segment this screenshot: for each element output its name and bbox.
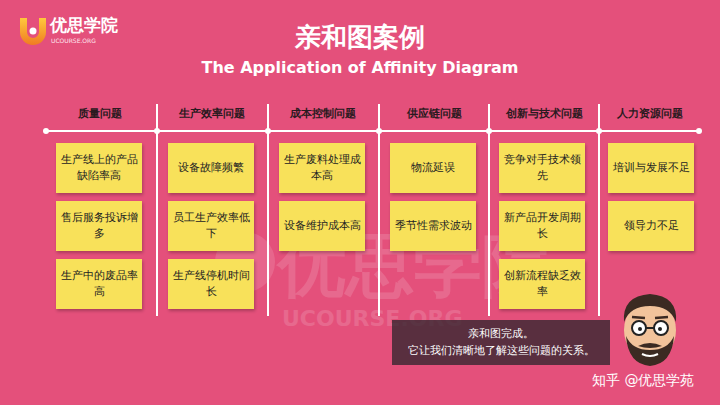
column-header: 质量问题 (45, 107, 155, 120)
note-text: 培训与发展不足 (612, 160, 690, 176)
sticky-note: 售后服务投诉增多 (56, 201, 142, 251)
sticky-note: 生产废料处理成本高 (279, 143, 365, 193)
sticky-note: 生产中的废品率高 (56, 259, 142, 309)
column-header: 生产效率问题 (157, 107, 267, 120)
caption-box: 亲和图完成。它让我们清晰地了解这些问题的关系。 (392, 320, 610, 365)
sticky-note: 季节性需求波动 (390, 201, 476, 251)
subtitle: The Application of Affinity Diagram (0, 58, 720, 77)
note-text: 生产中的废品率高 (60, 268, 138, 300)
logo-icon (20, 18, 46, 45)
column-header: 创新与技术问题 (489, 107, 599, 120)
cartoon-face (624, 294, 676, 366)
column-dividers (157, 104, 599, 316)
sticky-note: 领导力不足 (608, 201, 694, 251)
note-text: 生产线上的产品缺陷率高 (60, 152, 138, 184)
column-header: 人力资源问题 (595, 107, 705, 120)
caption-text: 它让我们清晰地了解这些问题的关系。 (400, 343, 602, 360)
note-text: 生产线停机时间长 (172, 268, 250, 300)
note-text: 设备故障频繁 (172, 160, 250, 176)
sticky-note: 培训与发展不足 (608, 143, 694, 193)
note-text: 竞争对手技术领先 (503, 152, 581, 184)
note-text: 创新流程缺乏效率 (503, 268, 581, 300)
sticky-note: 设备故障频繁 (168, 143, 254, 193)
sticky-note: 生产线停机时间长 (168, 259, 254, 309)
note-text: 员工生产效率低下 (172, 210, 250, 242)
note-text: 物流延误 (394, 160, 472, 176)
note-text: 新产品开发周期长 (503, 210, 581, 242)
logo-text: 优思学院 (50, 15, 118, 35)
sticky-note: 设备维护成本高 (279, 201, 365, 251)
note-text: 售后服务投诉增多 (60, 210, 138, 242)
note-text: 生产废料处理成本高 (283, 152, 361, 184)
sticky-note: 生产线上的产品缺陷率高 (56, 143, 142, 193)
header-rule (43, 128, 702, 134)
note-text: 领导力不足 (612, 218, 690, 234)
platform-watermark: 知乎 @优思学苑 (592, 372, 694, 389)
sticky-note: 物流延误 (390, 143, 476, 193)
note-text: 设备维护成本高 (283, 218, 361, 234)
sticky-note: 员工生产效率低下 (168, 201, 254, 251)
note-text: 季节性需求波动 (394, 218, 472, 234)
sticky-note: 竞争对手技术领先 (499, 143, 585, 193)
sticky-note: 新产品开发周期长 (499, 201, 585, 251)
column-header: 成本控制问题 (268, 107, 378, 120)
logo-url: UCOURSE.ORG (51, 37, 96, 44)
column-header: 供应链问题 (379, 107, 489, 120)
caption-text: 亲和图完成。 (400, 326, 602, 343)
sticky-note: 创新流程缺乏效率 (499, 259, 585, 309)
